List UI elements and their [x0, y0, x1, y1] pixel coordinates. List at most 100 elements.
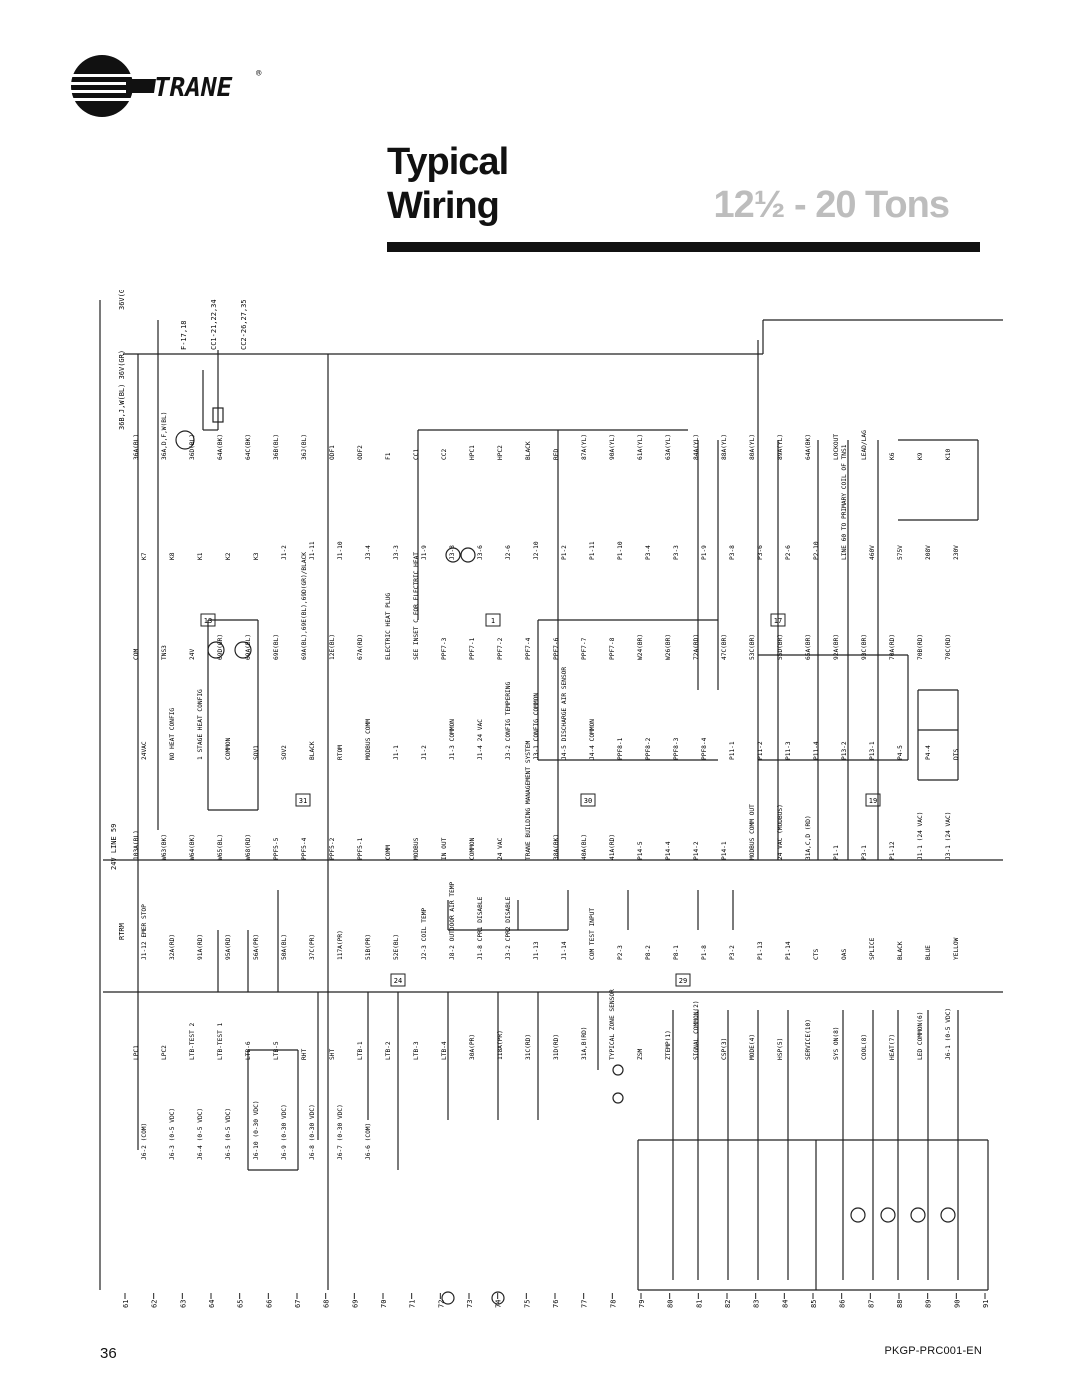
diagram-label: 36D(BL) [189, 434, 196, 460]
line-number: 66 [265, 1300, 273, 1308]
callout-number: 30 [584, 797, 592, 805]
diagram-label: 36J(BL) [301, 434, 308, 460]
callout-box [485, 613, 501, 627]
diagram-label: PPF5-4 [301, 837, 308, 860]
brand-wordmark: TRANE [154, 73, 233, 103]
diagram-label: PPF7-6 [553, 637, 560, 660]
diagram-label: J4-4 COMMON [589, 719, 596, 760]
diagram-label: MODBUS COMM [365, 719, 372, 760]
diagram-label: PPF7-8 [609, 637, 616, 660]
diagram-label: COM [133, 649, 140, 660]
diagram-label: 70A(RD) [889, 634, 896, 660]
diagram-label: ODF2 [357, 445, 364, 460]
diagram-label: J3-3 [393, 545, 400, 560]
line-number: 86 [839, 1300, 847, 1308]
line-number: 84 [781, 1300, 789, 1308]
callout-number: 1 [491, 617, 495, 625]
diagram-label: P11-4 [813, 741, 820, 760]
callout-number: 17 [774, 617, 782, 625]
diagram-label: 90A(YL) [609, 434, 616, 460]
diagram-label: PPF8-4 [701, 737, 708, 760]
line-number: 70 [380, 1300, 388, 1308]
diagram-label: P11-3 [785, 741, 792, 760]
diagram-label: P13-2 [841, 741, 848, 760]
line-number: 89 [925, 1300, 933, 1308]
diagram-label: J1-2 [281, 545, 288, 560]
line-number: 85 [810, 1300, 818, 1308]
diagram-label: J1-4 24 VAC [477, 719, 484, 760]
diagram-label: K2 [225, 552, 232, 560]
diagram-label: COOL(8) [861, 1034, 868, 1060]
diagram-label: PPF7-1 [469, 637, 476, 660]
diagram-label: P3-1 [861, 845, 868, 860]
diagram-label: J6-3 (0-5 VDC) [169, 1108, 176, 1160]
diagram-label: W64(BK) [189, 834, 196, 860]
diagram-label: K3 [253, 552, 260, 560]
diagram-label: 30A(PR) [469, 1034, 476, 1060]
title-tonnage: 12½ - 20 Tons [713, 184, 950, 226]
line-number: 71 [409, 1300, 417, 1308]
diagram-label: 31C(RD) [525, 1034, 532, 1060]
diagram-label: SPLICE [869, 937, 876, 960]
diagram-label: J1-14 [561, 941, 568, 960]
diagram-label: SIGNAL COMMON(2) [693, 1000, 700, 1060]
line-number: 87 [867, 1300, 875, 1308]
diagram-label: BLACK [309, 741, 316, 760]
diagram-label: W26(BR) [665, 634, 672, 660]
diagram-label: PPF8-2 [645, 737, 652, 760]
diagram-label: NO HEAT CONFIG [169, 708, 176, 760]
diagram-label: W68(RD) [245, 834, 252, 860]
diagram-label: P11-1 [729, 741, 736, 760]
diagram-label: J1-1 (24 VAC) [917, 812, 924, 860]
line-number: 75 [523, 1300, 531, 1308]
diagram-label: 55D(BR) [777, 634, 784, 660]
line-number: 68 [323, 1300, 331, 1308]
callout-box [770, 613, 786, 627]
diagram-label: LTB-6 [245, 1041, 252, 1060]
diagram-label: LTB-3 [413, 1041, 420, 1060]
diagram-label: 118A(PR) [497, 1030, 504, 1060]
page-title: Typical Wiring 12½ - 20 Tons [387, 140, 987, 228]
diagram-label: J1-9 [421, 545, 428, 560]
diagram-label: SOV1 [253, 745, 260, 760]
diagram-label: TRANE BUILDING MANAGEMENT SYSTEM [525, 741, 532, 860]
diagram-label: J6-8 (0-30 VDC) [309, 1104, 316, 1160]
diagram-label: K6 [889, 452, 896, 460]
diagram-label: BLACK [897, 941, 904, 960]
title-wiring: Wiring [387, 185, 500, 227]
diagram-label: BLUE [925, 945, 932, 960]
diagram-label: P13-1 [869, 741, 876, 760]
diagram-label: K9 [917, 452, 924, 460]
diagram-label: SYS ON(8) [833, 1026, 840, 1060]
fuse-ref: F-17,18 [180, 320, 188, 350]
line-number: 90 [953, 1300, 961, 1308]
diagram-label: RTOM [337, 745, 344, 760]
diagram-label: J1-2 [421, 745, 428, 760]
diagram-label: LTB-TEST 2 [189, 1022, 196, 1060]
callout-box [580, 793, 596, 807]
diagram-label: 95A(RD) [225, 934, 232, 960]
diagram-label: DTS [953, 749, 960, 760]
diagram-label: P14-2 [693, 841, 700, 860]
diagram-label: PPF5-5 [273, 837, 280, 860]
diagram-label: MODBUS [413, 837, 420, 860]
callout-number: 31 [299, 797, 307, 805]
diagram-label: 93C(BR) [861, 634, 868, 660]
line-number: 76 [552, 1300, 560, 1308]
diagram-label: J2-6 [505, 545, 512, 560]
diagram-label: CTS [813, 949, 820, 960]
diagram-label: 31D(RD) [553, 1034, 560, 1060]
diagram-label: 88A(YL) [721, 434, 728, 460]
diagram-label: J3-2 CPR2 DISABLE [505, 896, 512, 960]
line-number: 63 [179, 1300, 187, 1308]
diagram-label: SOV2 [281, 745, 288, 760]
diagram-label: J1-11 [309, 541, 316, 560]
line-number: 73 [466, 1300, 474, 1308]
diagram-label: 36B(BL) [273, 434, 280, 460]
line-number: 65 [237, 1300, 245, 1308]
diagram-label: J3-1 (24 VAC) [945, 812, 952, 860]
diagram-label: 24 VAC (MODBUS) [777, 804, 784, 860]
callout-box [865, 793, 881, 807]
diagram-label: P1-11 [589, 541, 596, 560]
diagram-label: PPF7-4 [525, 637, 532, 660]
